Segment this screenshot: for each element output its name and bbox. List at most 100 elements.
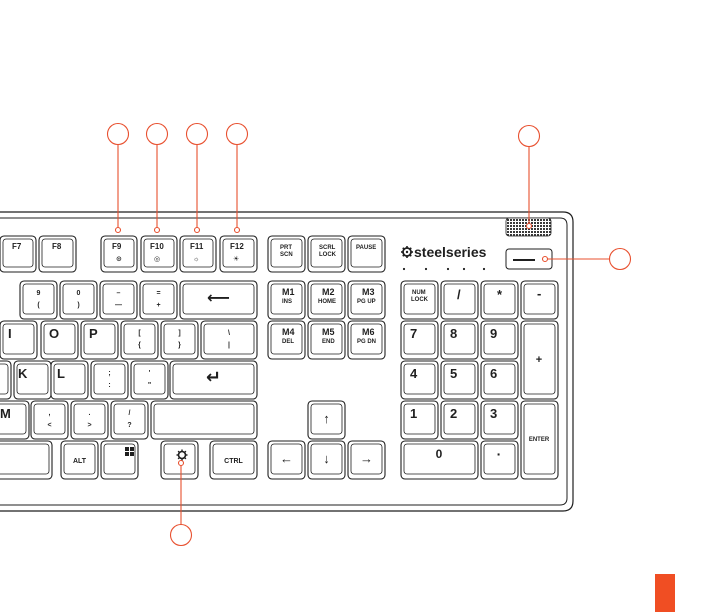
- key-num-5[interactable]: 5: [440, 360, 479, 400]
- callout-steelseries-key: [169, 459, 193, 547]
- key-backslash[interactable]: \|: [200, 320, 258, 360]
- key-arrow-down[interactable]: ↓: [307, 440, 346, 480]
- key-equals[interactable]: =+: [139, 280, 178, 320]
- key-semicolon[interactable]: ;:: [90, 360, 129, 400]
- key-num-3-label: 3: [490, 406, 497, 421]
- key-f8[interactable]: F8: [38, 235, 77, 273]
- key-num-4[interactable]: 4: [400, 360, 439, 400]
- key-o-label: O: [49, 326, 59, 341]
- key-period-label: >: [87, 422, 91, 429]
- key-rbracket[interactable]: ]}: [160, 320, 199, 360]
- key-num-slash[interactable]: /: [440, 280, 479, 320]
- key-num-2[interactable]: 2: [440, 400, 479, 440]
- key-slash[interactable]: /?: [110, 400, 149, 440]
- key-f7[interactable]: F7: [0, 235, 37, 273]
- key-backspace-label: ⟵: [207, 290, 230, 307]
- key-minus-label: –: [117, 290, 121, 297]
- callout-volume-roller: [541, 247, 632, 271]
- key-rbracket-label: ]: [178, 330, 180, 337]
- key-9[interactable]: 9(: [19, 280, 58, 320]
- callouts: [106, 122, 632, 547]
- key-lbracket-label: {: [138, 342, 141, 349]
- key-num-7[interactable]: 7: [400, 320, 439, 360]
- key-num-star[interactable]: *: [480, 280, 519, 320]
- key-num-3[interactable]: 3: [480, 400, 519, 440]
- key-num-8-label: 8: [450, 326, 457, 341]
- key-num-4-label: 4: [410, 366, 418, 381]
- key-period-label: .: [89, 410, 91, 417]
- key-alt[interactable]: ALT: [60, 440, 99, 480]
- key-m4-label: M4: [282, 327, 295, 337]
- key-num-9-label: 9: [490, 326, 497, 341]
- key-f9[interactable]: F9⊙: [100, 235, 138, 273]
- indicator-led-1: [402, 267, 406, 271]
- key-o[interactable]: O: [40, 320, 79, 360]
- key-equals-label: =: [156, 290, 160, 297]
- key-ctrl[interactable]: CTRL: [209, 440, 258, 480]
- key-i[interactable]: I: [0, 320, 38, 360]
- key-p[interactable]: P: [80, 320, 119, 360]
- key-slash-label: ?: [127, 422, 131, 429]
- key-f12[interactable]: F12☀: [219, 235, 258, 273]
- key-m2-label: HOME: [318, 299, 336, 305]
- key-num-1-label: 1: [410, 406, 417, 421]
- key-arrow-right[interactable]: →: [347, 440, 386, 480]
- key-quote[interactable]: '": [130, 360, 169, 400]
- key-f9-label: ⊙: [116, 256, 122, 263]
- key-f11[interactable]: F11☼: [179, 235, 217, 273]
- key-num-1[interactable]: 1: [400, 400, 439, 440]
- key-k[interactable]: K: [13, 360, 52, 400]
- steelseries-logo-icon: [401, 246, 413, 258]
- key-m[interactable]: M: [0, 400, 30, 440]
- key-prt-scn-label: PRT: [280, 245, 292, 251]
- key-f10[interactable]: F10◎: [140, 235, 178, 273]
- key-steelseries[interactable]: [160, 440, 199, 480]
- key-space-partial[interactable]: [0, 440, 53, 480]
- key-arrow-left[interactable]: ←: [267, 440, 306, 480]
- key-pause[interactable]: PAUSE: [347, 235, 386, 273]
- key-9-label: 9: [37, 290, 41, 297]
- key-l[interactable]: L: [50, 360, 89, 400]
- key-j-partial[interactable]: [0, 360, 12, 400]
- key-k-label: K: [18, 366, 28, 381]
- key-minus[interactable]: –—: [99, 280, 138, 320]
- key-num-0[interactable]: 0: [400, 440, 479, 480]
- key-arrow-up[interactable]: ↑: [307, 400, 346, 440]
- key-0[interactable]: 0): [59, 280, 98, 320]
- key-num-minus[interactable]: -: [520, 280, 559, 320]
- key-ctrl-label: CTRL: [224, 458, 243, 465]
- key-num-minus-label: -: [537, 286, 541, 301]
- key-l-label: L: [57, 366, 65, 381]
- key-scrl-lock-label: LOCK: [319, 252, 337, 258]
- key-backspace[interactable]: ⟵: [179, 280, 258, 320]
- key-windows[interactable]: [100, 440, 139, 480]
- key-comma[interactable]: ,<: [30, 400, 69, 440]
- key-num-6[interactable]: 6: [480, 360, 519, 400]
- key-num-dot-label: ·: [497, 446, 502, 462]
- key-right-shift[interactable]: [150, 400, 258, 440]
- key-f11-label: F11: [190, 242, 204, 251]
- key-num-enter[interactable]: ENTER: [520, 400, 559, 480]
- key-i-label: I: [8, 326, 12, 341]
- key-num-8[interactable]: 8: [440, 320, 479, 360]
- key-period[interactable]: .>: [70, 400, 109, 440]
- key-lbracket[interactable]: [{: [120, 320, 159, 360]
- key-num-7-label: 7: [410, 326, 417, 341]
- key-lbracket-label: [: [138, 330, 141, 337]
- windows-icon: [125, 447, 134, 456]
- key-num-plus[interactable]: +: [520, 320, 559, 400]
- key-num-dot[interactable]: ·: [480, 440, 519, 480]
- key-enter[interactable]: ↵: [169, 360, 258, 400]
- key-num-9[interactable]: 9: [480, 320, 519, 360]
